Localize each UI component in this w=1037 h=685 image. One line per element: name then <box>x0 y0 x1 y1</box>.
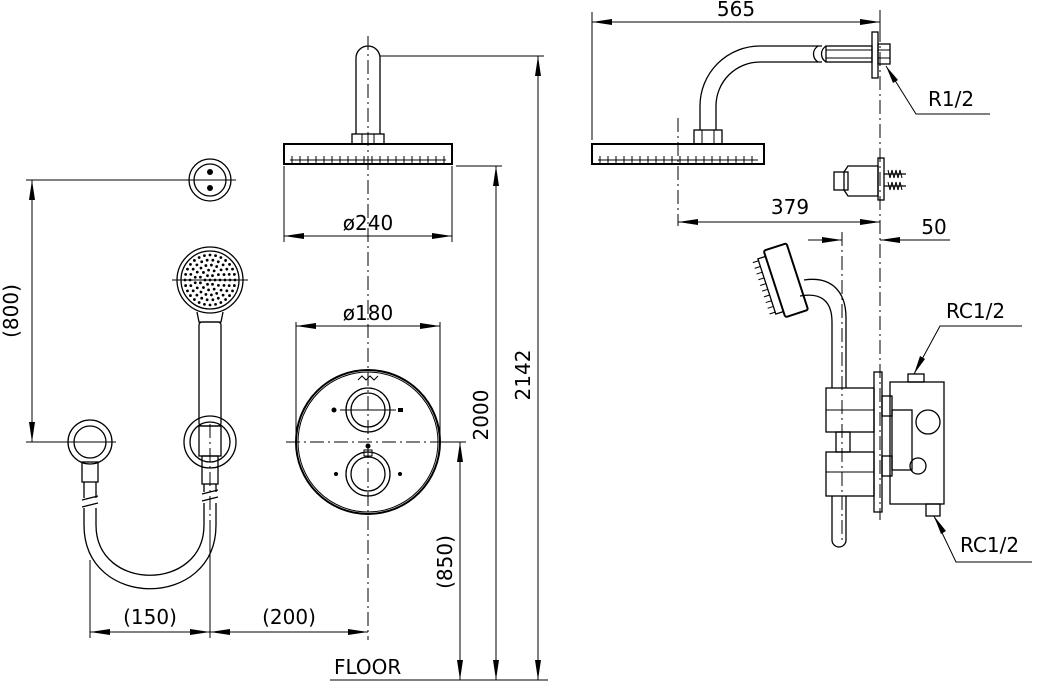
overhead-shower-front <box>283 36 453 640</box>
thermostat-escutcheon <box>286 369 450 515</box>
wall-bracket-side <box>833 157 906 201</box>
wall-elbow-outlet <box>64 419 116 483</box>
wall-outlet-plate <box>184 158 236 202</box>
dim-2000: 2000 <box>469 390 493 441</box>
dim-rc1-2-bottom: RC1/2 <box>960 533 1019 557</box>
dim-50: 50 <box>921 215 946 239</box>
dim-2142: 2142 <box>511 350 535 401</box>
mixer-side-view <box>752 232 945 548</box>
temperature-knob <box>345 449 391 497</box>
dimension-lines <box>26 10 1032 681</box>
flow-symbol-icon <box>357 375 379 381</box>
screw-bottom-icon <box>884 181 906 191</box>
cold-mark-icon <box>334 472 338 476</box>
dim-800: (800) <box>0 284 23 338</box>
dim-150: (150) <box>123 605 177 629</box>
dim-rc1-2-top: RC1/2 <box>946 299 1005 323</box>
hot-mark-icon <box>398 472 402 476</box>
hand-shower-head <box>172 246 248 427</box>
hand-shower-set <box>64 158 248 590</box>
diverter-knob <box>340 387 396 433</box>
dimension-labels: 565 R1/2 379 50 RC1/2 RC1/2 (800) ø240 ø… <box>0 0 1019 679</box>
dim-850: (850) <box>433 535 457 589</box>
dim-200: (200) <box>262 605 316 629</box>
dim-r1-2: R1/2 <box>928 87 974 111</box>
dim-180: ø180 <box>343 301 393 325</box>
flexible-hose <box>81 482 219 590</box>
floor-label: FLOOR <box>334 655 401 679</box>
dim-240: ø240 <box>343 211 393 235</box>
hand-shower-side <box>757 242 809 318</box>
overhead-shower-side <box>591 31 891 226</box>
hand-shower-symbol-icon <box>331 407 337 413</box>
overhead-shower-symbol-icon <box>398 408 403 412</box>
dim-379: 379 <box>771 195 809 219</box>
screw-top-icon <box>884 169 906 179</box>
dim-565: 565 <box>717 0 755 21</box>
